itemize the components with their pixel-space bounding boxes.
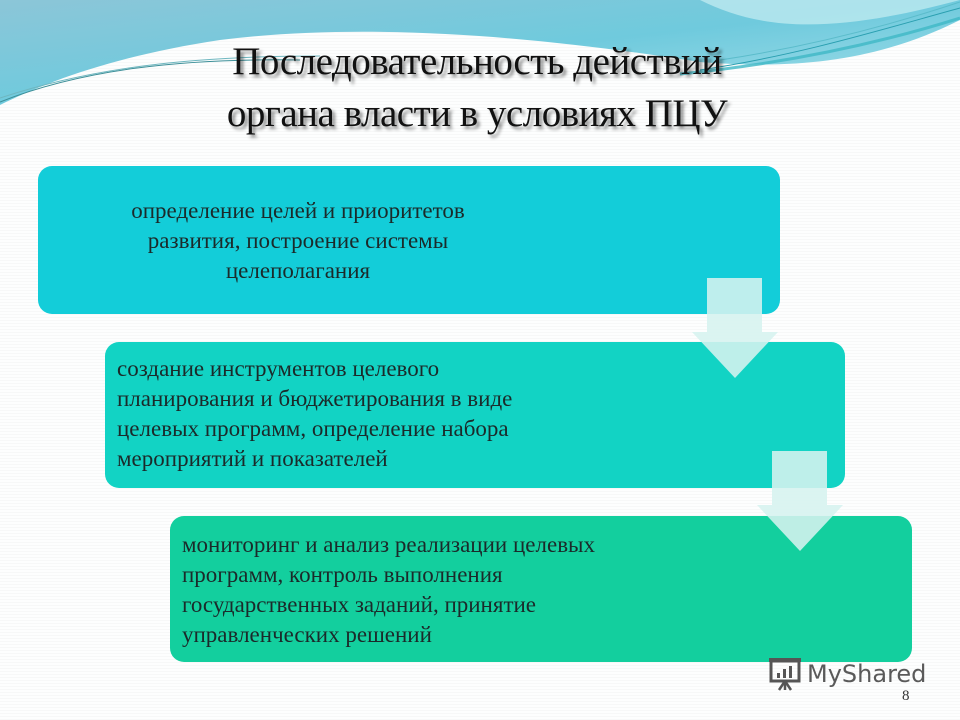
step-box-2: создание инструментов целевого планирова… <box>105 342 845 488</box>
slide-title-line-2: органа власти в условиях ПЦУ <box>226 92 728 135</box>
slide-title: Последовательность действий органа власт… <box>0 36 960 140</box>
step-box-1: определение целей и приоритетов развития… <box>38 166 780 314</box>
step-3-line: мониторинг и анализ реализации целевых <box>182 532 596 557</box>
watermark-label: MyShared <box>807 660 927 688</box>
step-3-text: мониторинг и анализ реализации целевых п… <box>182 530 782 650</box>
slide-title-line-1: Последовательность действий <box>232 40 722 83</box>
step-3-line: программ, контроль выполнения <box>182 562 503 587</box>
step-1-line: развития, построение системы <box>147 228 449 253</box>
step-2-line: планирования и бюджетирования в виде <box>117 386 513 411</box>
step-1-text: определение целей и приоритетов развития… <box>98 196 498 286</box>
step-1-line: определение целей и приоритетов <box>131 198 465 223</box>
step-box-3: мониторинг и анализ реализации целевых п… <box>170 516 912 662</box>
myshared-watermark: MyShared <box>767 656 926 692</box>
step-2-line: создание инструментов целевого <box>117 356 440 381</box>
step-3-line: управленческих решений <box>182 622 432 647</box>
down-arrow-icon <box>692 278 778 378</box>
step-2-line: мероприятий и показателей <box>117 446 388 471</box>
down-arrow-icon <box>757 451 843 551</box>
header-wave-decoration <box>0 0 960 105</box>
step-2-text: создание инструментов целевого планирова… <box>117 354 677 474</box>
page-number: 8 <box>902 688 910 704</box>
step-1-line: целеполагания <box>225 258 371 283</box>
step-3-line: государственных заданий, принятие <box>182 592 537 617</box>
step-2-line: целевых программ, определение набора <box>117 416 509 441</box>
presentation-chart-icon <box>769 658 801 691</box>
